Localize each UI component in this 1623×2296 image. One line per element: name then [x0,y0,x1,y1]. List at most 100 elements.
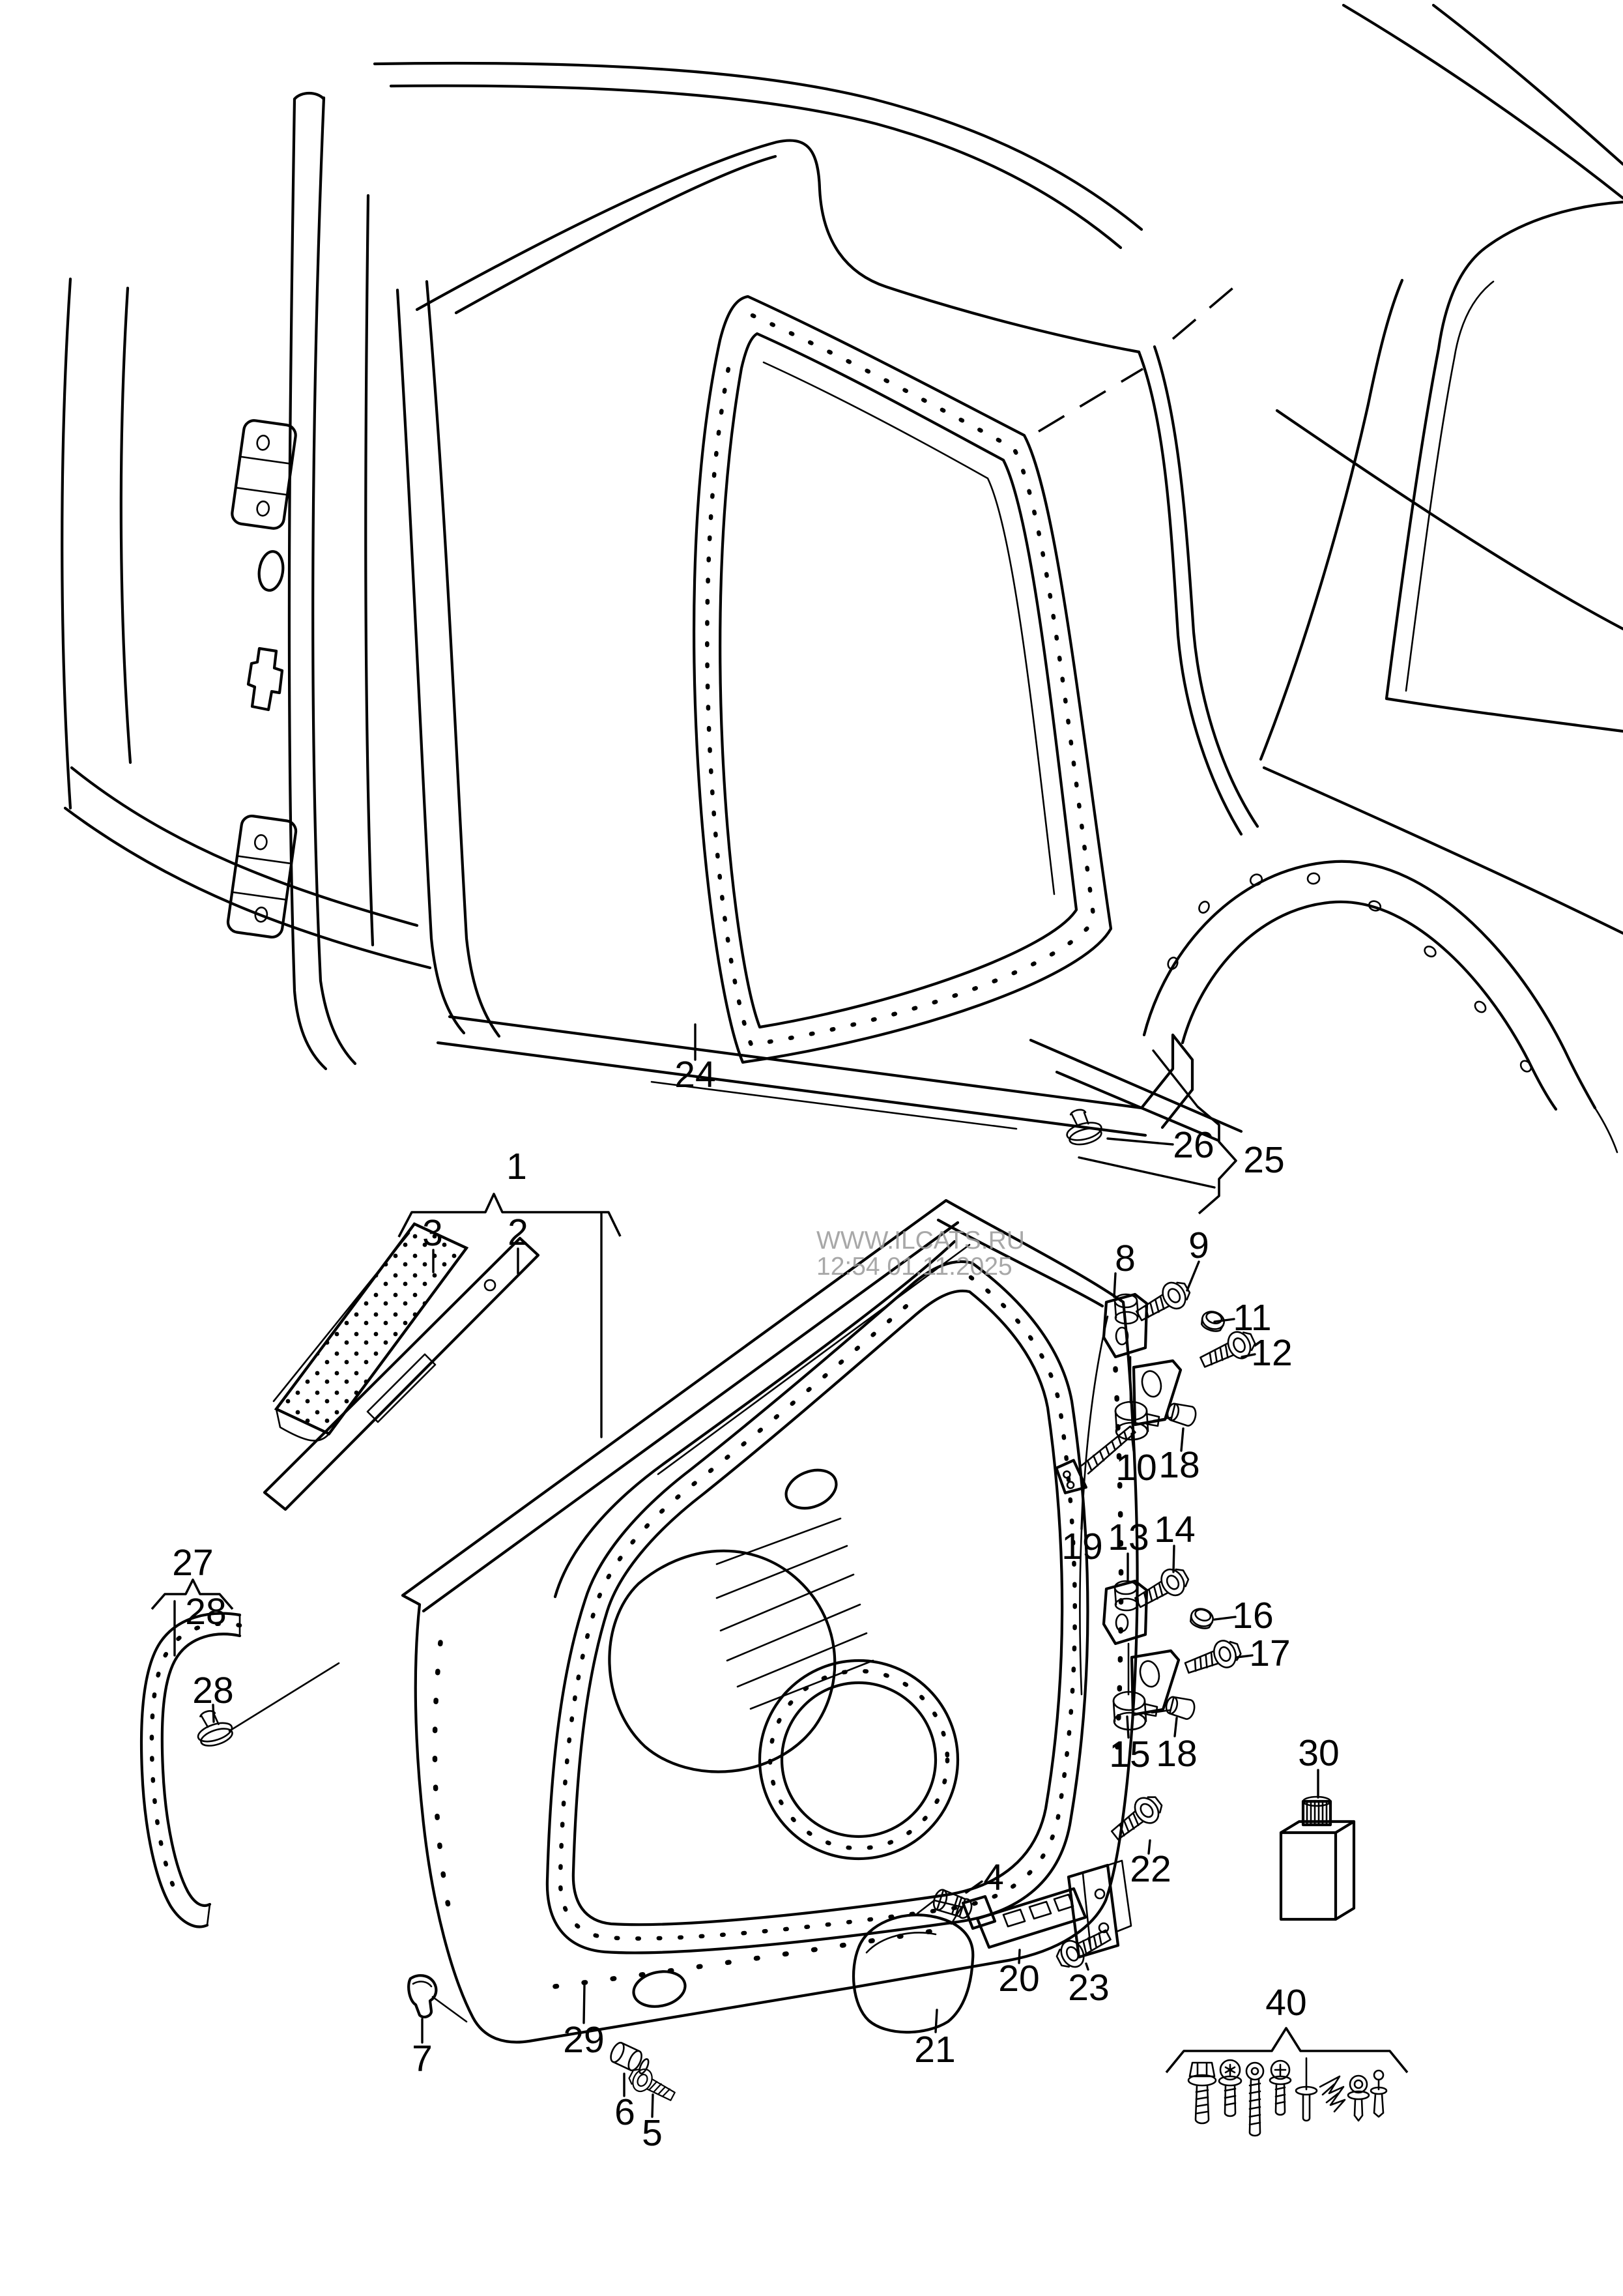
grommet-7 [407,1974,438,2018]
watermark: WWW.ILCATS.RU 12:54 01.11.2025 [816,1227,1025,1281]
callout-25[interactable]: 25 [1243,1139,1284,1181]
sill [436,1015,1243,1142]
callout-18b[interactable]: 18 [1156,1733,1197,1775]
roof-rail [373,3,1623,250]
callout-27[interactable]: 27 [172,1542,213,1584]
callout-6[interactable]: 6 [614,2091,635,2133]
leader-25-lower [1078,1156,1216,1189]
callout-23[interactable]: 23 [1068,1967,1109,2009]
pillar-seal-27 [139,1612,242,1928]
callout-17[interactable]: 17 [1249,1633,1290,1674]
striker-plate-lower [226,815,298,938]
hatch-area [715,1517,874,1710]
leader-21 [934,2009,938,2033]
leader-23 [1085,1962,1089,1971]
callout-3[interactable]: 3 [422,1212,443,1254]
leader-16 [1213,1616,1237,1621]
bolt-17 [1181,1635,1245,1682]
front-pillar-remnant [61,277,432,970]
callout-24[interactable]: 24 [674,1054,715,1096]
callout-14[interactable]: 14 [1154,1509,1195,1550]
watermark-timestamp: 12:54 01.11.2025 [816,1253,1013,1281]
leader-11 [1213,1318,1235,1323]
leader-8 [1113,1272,1117,1298]
bottle-30 [1279,1795,1356,1921]
callout-2[interactable]: 2 [508,1212,528,1253]
callout-12[interactable]: 12 [1251,1332,1292,1374]
hinge-lower-body-15 [1113,1651,1179,1730]
plug-18-lower-link [1151,1709,1171,1714]
leader-14 [1172,1545,1175,1573]
callout-25-bracket [1196,1105,1237,1215]
watermark-site: WWW.ILCATS.RU [816,1227,1025,1255]
nut-16 [1187,1605,1216,1632]
callout-1-bracket [397,1193,622,1238]
callout-19[interactable]: 19 [1061,1526,1102,1567]
callout-21[interactable]: 21 [914,2029,955,2071]
sleeve-6 [610,2042,650,2074]
quarter-panel [1259,200,1623,935]
callout-16[interactable]: 16 [1232,1595,1273,1636]
callout-22[interactable]: 22 [1130,1848,1171,1890]
position-dash-line [1038,368,1143,433]
callout-10[interactable]: 10 [1115,1447,1156,1489]
kit-torx-screw [1218,2059,1242,2117]
callout-18a[interactable]: 18 [1158,1444,1199,1486]
leader-18b [1173,1717,1178,1737]
callout-8[interactable]: 8 [1115,1238,1136,1279]
callout-9[interactable]: 9 [1188,1225,1209,1266]
leader-28b-to-door [228,1662,340,1732]
callout-11[interactable]: 11 [1233,1297,1271,1339]
callout-1[interactable]: 1 [506,1146,527,1187]
callout-20[interactable]: 20 [998,1958,1039,1999]
kit-long-screw [1245,2061,1265,2137]
callout-15[interactable]: 15 [1109,1734,1150,1775]
callout-29[interactable]: 29 [563,2019,604,2061]
callout-4[interactable]: 4 [983,1857,1004,1898]
leader-19 [1080,1499,1084,1530]
wheel-arch [1142,860,1618,1154]
kit-washer-screw [1347,2074,1370,2122]
plug-18-upper [1164,1400,1199,1428]
leader-22 [1147,1839,1151,1855]
leader-12 [1241,1353,1256,1358]
stud-19 [1055,1425,1136,1494]
bolt-14 [1130,1562,1194,1616]
callout-40-bracket [1165,2027,1409,2074]
leader-15 [1126,1715,1130,1739]
striker-plate-upper [231,419,297,530]
leader-28b [212,1704,215,1723]
leader-26 [1106,1137,1174,1146]
leader-4 [965,1880,983,1894]
aperture-seal-24 [693,295,1113,1064]
door-aperture-edge [415,139,1259,836]
kit-rivet-pin [1295,2057,1318,2122]
plug-18-upper-link [1152,1416,1173,1422]
door-figure [139,1199,1388,2137]
callout-26[interactable]: 26 [1173,1124,1214,1166]
callout-28a[interactable]: 28 [185,1591,226,1633]
callout-13[interactable]: 13 [1108,1517,1149,1558]
door-panel [401,1199,1139,2044]
pillar-hole-oval [257,550,285,592]
position-dash-line-2 [1171,280,1242,340]
kit-expander-rivet [1370,2069,1388,2118]
leader-17 [1235,1654,1254,1659]
callout-40[interactable]: 40 [1265,1982,1306,2024]
kit-hex-bolt [1187,2061,1217,2125]
callout-5[interactable]: 5 [642,2112,663,2154]
hinge-upper-body-10 [1115,1361,1181,1440]
callout-30[interactable]: 30 [1298,1732,1339,1774]
callout-28b[interactable]: 28 [192,1670,233,1711]
callout-leaders [151,1023,1409,2118]
strap-cover-21 [852,1899,975,2034]
check-strap-20 [961,1859,1132,1959]
callout-7[interactable]: 7 [412,2038,433,2080]
arch-flange-holes [1167,872,1532,1073]
leader-18a [1180,1427,1185,1452]
leader-9 [1186,1260,1200,1292]
leader-5 [651,2093,654,2118]
b-pillar [226,91,501,1071]
door-seal-29 [545,1260,1089,1955]
